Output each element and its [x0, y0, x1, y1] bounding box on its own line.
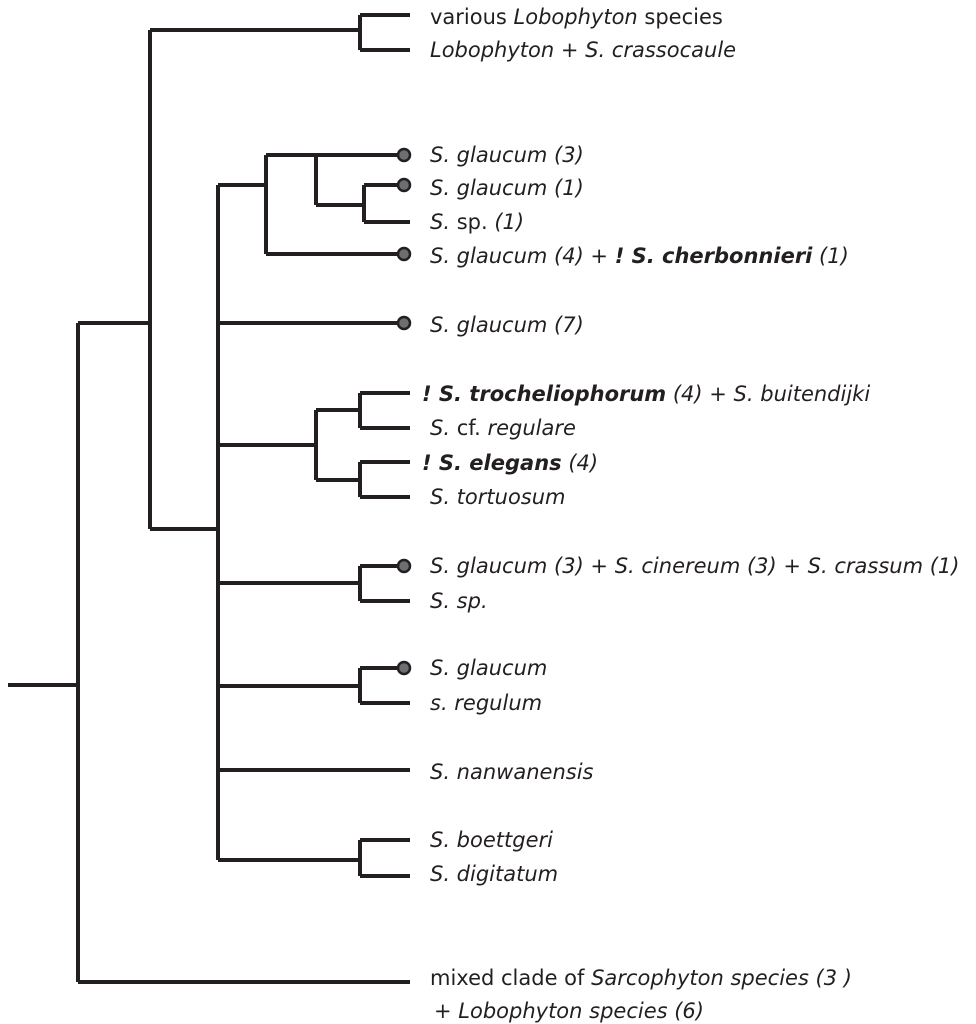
leaf-glaucum-7: S. glaucum (7) [430, 313, 584, 337]
leaf-mixed-clade-line2: + Lobophyton species (6) [434, 999, 704, 1023]
glaucum-tip-dot [396, 147, 412, 163]
glaucum-tip-dot [396, 177, 412, 193]
leaf-sp: S. sp. [430, 589, 488, 613]
leaf-glaucum-3: S. glaucum (3) [430, 143, 584, 167]
leaf-regulum: s. regulum [430, 691, 543, 715]
leaf-various-lobophyton: various Lobophyton species [430, 5, 723, 29]
glaucum-tip-dot [396, 660, 412, 676]
glaucum-tip-dot [396, 315, 412, 331]
leaf-trocheliophorum: ! S. trocheliophorum (4) + S. buitendijk… [422, 382, 871, 406]
leaf-glaucum-cinereum-crassum: S. glaucum (3) + S. cinereum (3) + S. cr… [430, 554, 960, 578]
leaf-sp-1: S. sp. (1) [430, 210, 525, 234]
leaf-nanwanensis: S. nanwanensis [430, 760, 594, 784]
leaf-elegans: ! S. elegans (4) [422, 451, 599, 475]
glaucum-tip-dot [396, 246, 412, 262]
leaf-cf-regulare: S. cf. regulare [430, 416, 576, 440]
glaucum-tip-dot [396, 558, 412, 574]
leaf-glaucum-4-cherbonnieri: S. glaucum (4) + ! S. cherbonnieri (1) [430, 244, 849, 268]
leaf-glaucum: S. glaucum [430, 656, 548, 680]
leaf-glaucum-1: S. glaucum (1) [430, 176, 584, 200]
leaf-mixed-clade-line1: mixed clade of Sarcophyton species (3 ) [430, 966, 852, 990]
leaf-lobophyton-crassocaule: Lobophyton + S. crassocaule [430, 38, 737, 62]
leaf-tortuosum: S. tortuosum [430, 485, 566, 509]
leaf-digitatum: S. digitatum [430, 862, 559, 886]
leaf-boettgeri: S. boettgeri [430, 828, 553, 852]
